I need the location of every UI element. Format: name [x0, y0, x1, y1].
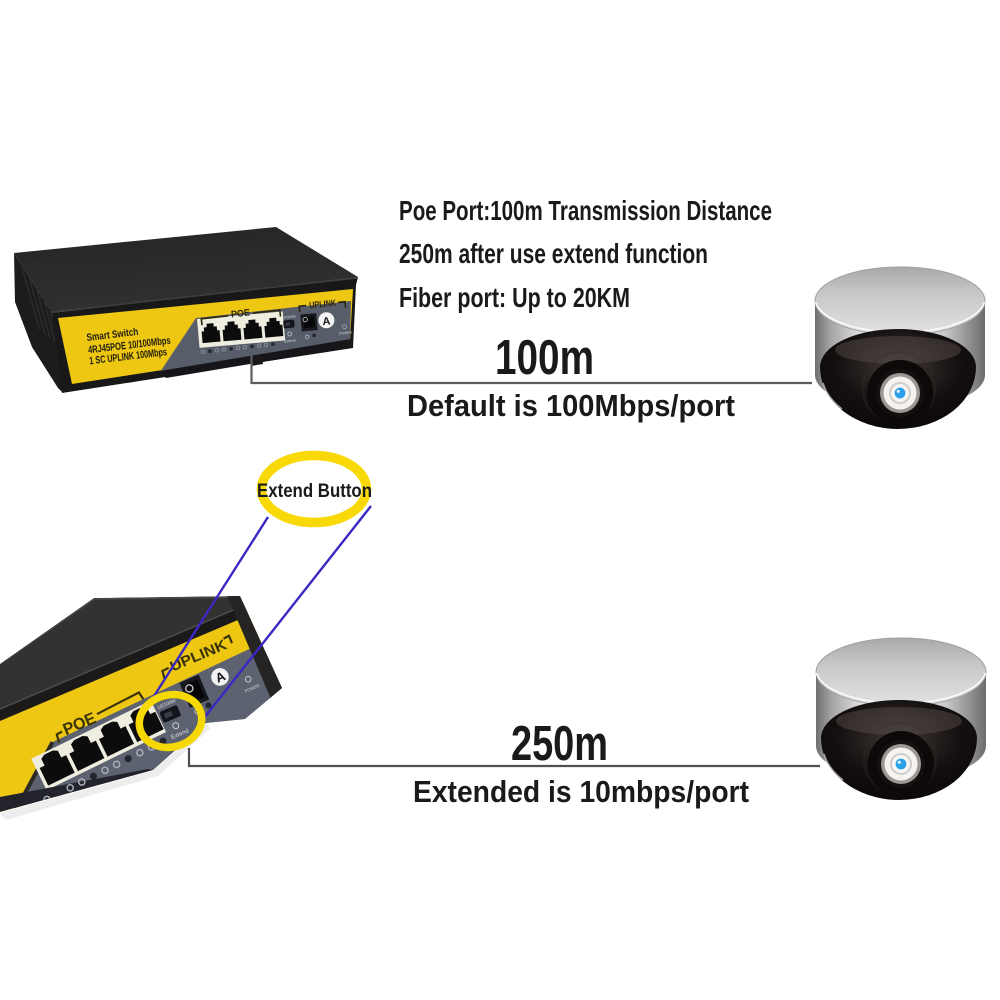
svg-text:250m: 250m [511, 717, 608, 771]
svg-text:POWER: POWER [339, 331, 353, 336]
svg-text:UPLINK: UPLINK [309, 298, 337, 311]
svg-text:Extend Button: Extend Button [257, 481, 372, 502]
svg-text:Poe Port:100m Transmission Dis: Poe Port:100m Transmission Distance [399, 195, 772, 226]
svg-text:A: A [322, 315, 331, 328]
svg-text:Extend: Extend [284, 338, 296, 343]
svg-text:100m: 100m [495, 331, 594, 385]
svg-text:Default is 100Mbps/port: Default is 100Mbps/port [407, 388, 735, 423]
svg-text:250m after use extend function: 250m after use extend function [399, 238, 708, 269]
svg-text:Extended is 10mbps/port: Extended is 10mbps/port [413, 774, 749, 809]
svg-text:POE: POE [230, 307, 250, 320]
svg-text:10/100M: 10/100M [283, 314, 296, 319]
svg-text:Fiber port: Up to 20KM: Fiber port: Up to 20KM [399, 282, 630, 313]
svg-text:POWER: POWER [244, 683, 261, 694]
